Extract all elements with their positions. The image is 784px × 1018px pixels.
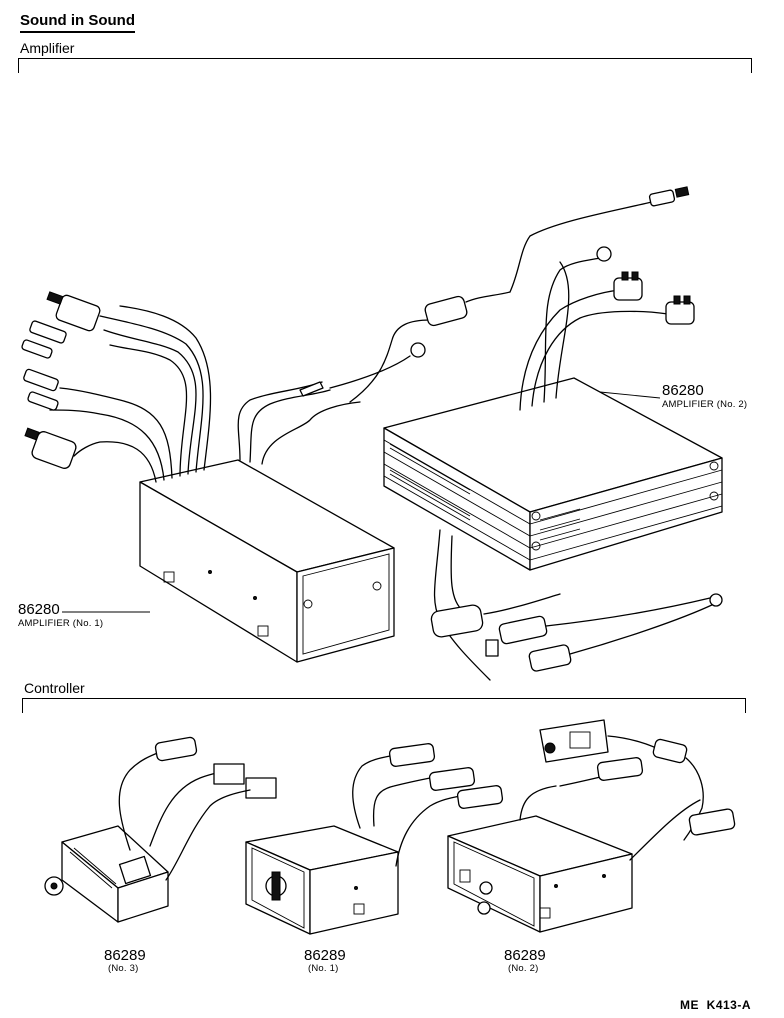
amplifier-no2-part-name: AMPLIFIER (No. 2): [662, 399, 748, 410]
controller-no1-part-number: 86289: [304, 947, 346, 964]
controller-no2-part-number: 86289: [504, 947, 546, 964]
controller-no3-part-name: (No. 3): [108, 963, 139, 974]
controller-no1-drawing: [245, 743, 504, 935]
amplifier-no2-drawing: [383, 377, 723, 571]
amplifier-no1-part-name: AMPLIFIER (No. 1): [18, 618, 104, 629]
controller-no1-part-name: (No. 1): [308, 963, 339, 974]
page-title: Sound in Sound: [20, 12, 135, 33]
amplifier-wiring-harness: [21, 186, 723, 681]
amplifier-no1-part-number: 86280: [18, 601, 60, 618]
section-label-amplifier: Amplifier: [20, 40, 75, 56]
controller-no3-part-number: 86289: [104, 947, 146, 964]
diagram-reference-code: ME K413-A: [680, 998, 752, 1012]
amplifier-no1-drawing: [139, 459, 395, 663]
section-bracket-amplifier: [18, 58, 752, 73]
section-bracket-controller: [22, 698, 746, 713]
controller-no2-drawing: [447, 719, 736, 933]
section-label-controller: Controller: [24, 680, 85, 696]
controller-no2-part-name: (No. 2): [508, 963, 539, 974]
controller-no3-drawing: [44, 736, 277, 923]
amplifier-no2-part-number: 86280: [662, 382, 704, 399]
